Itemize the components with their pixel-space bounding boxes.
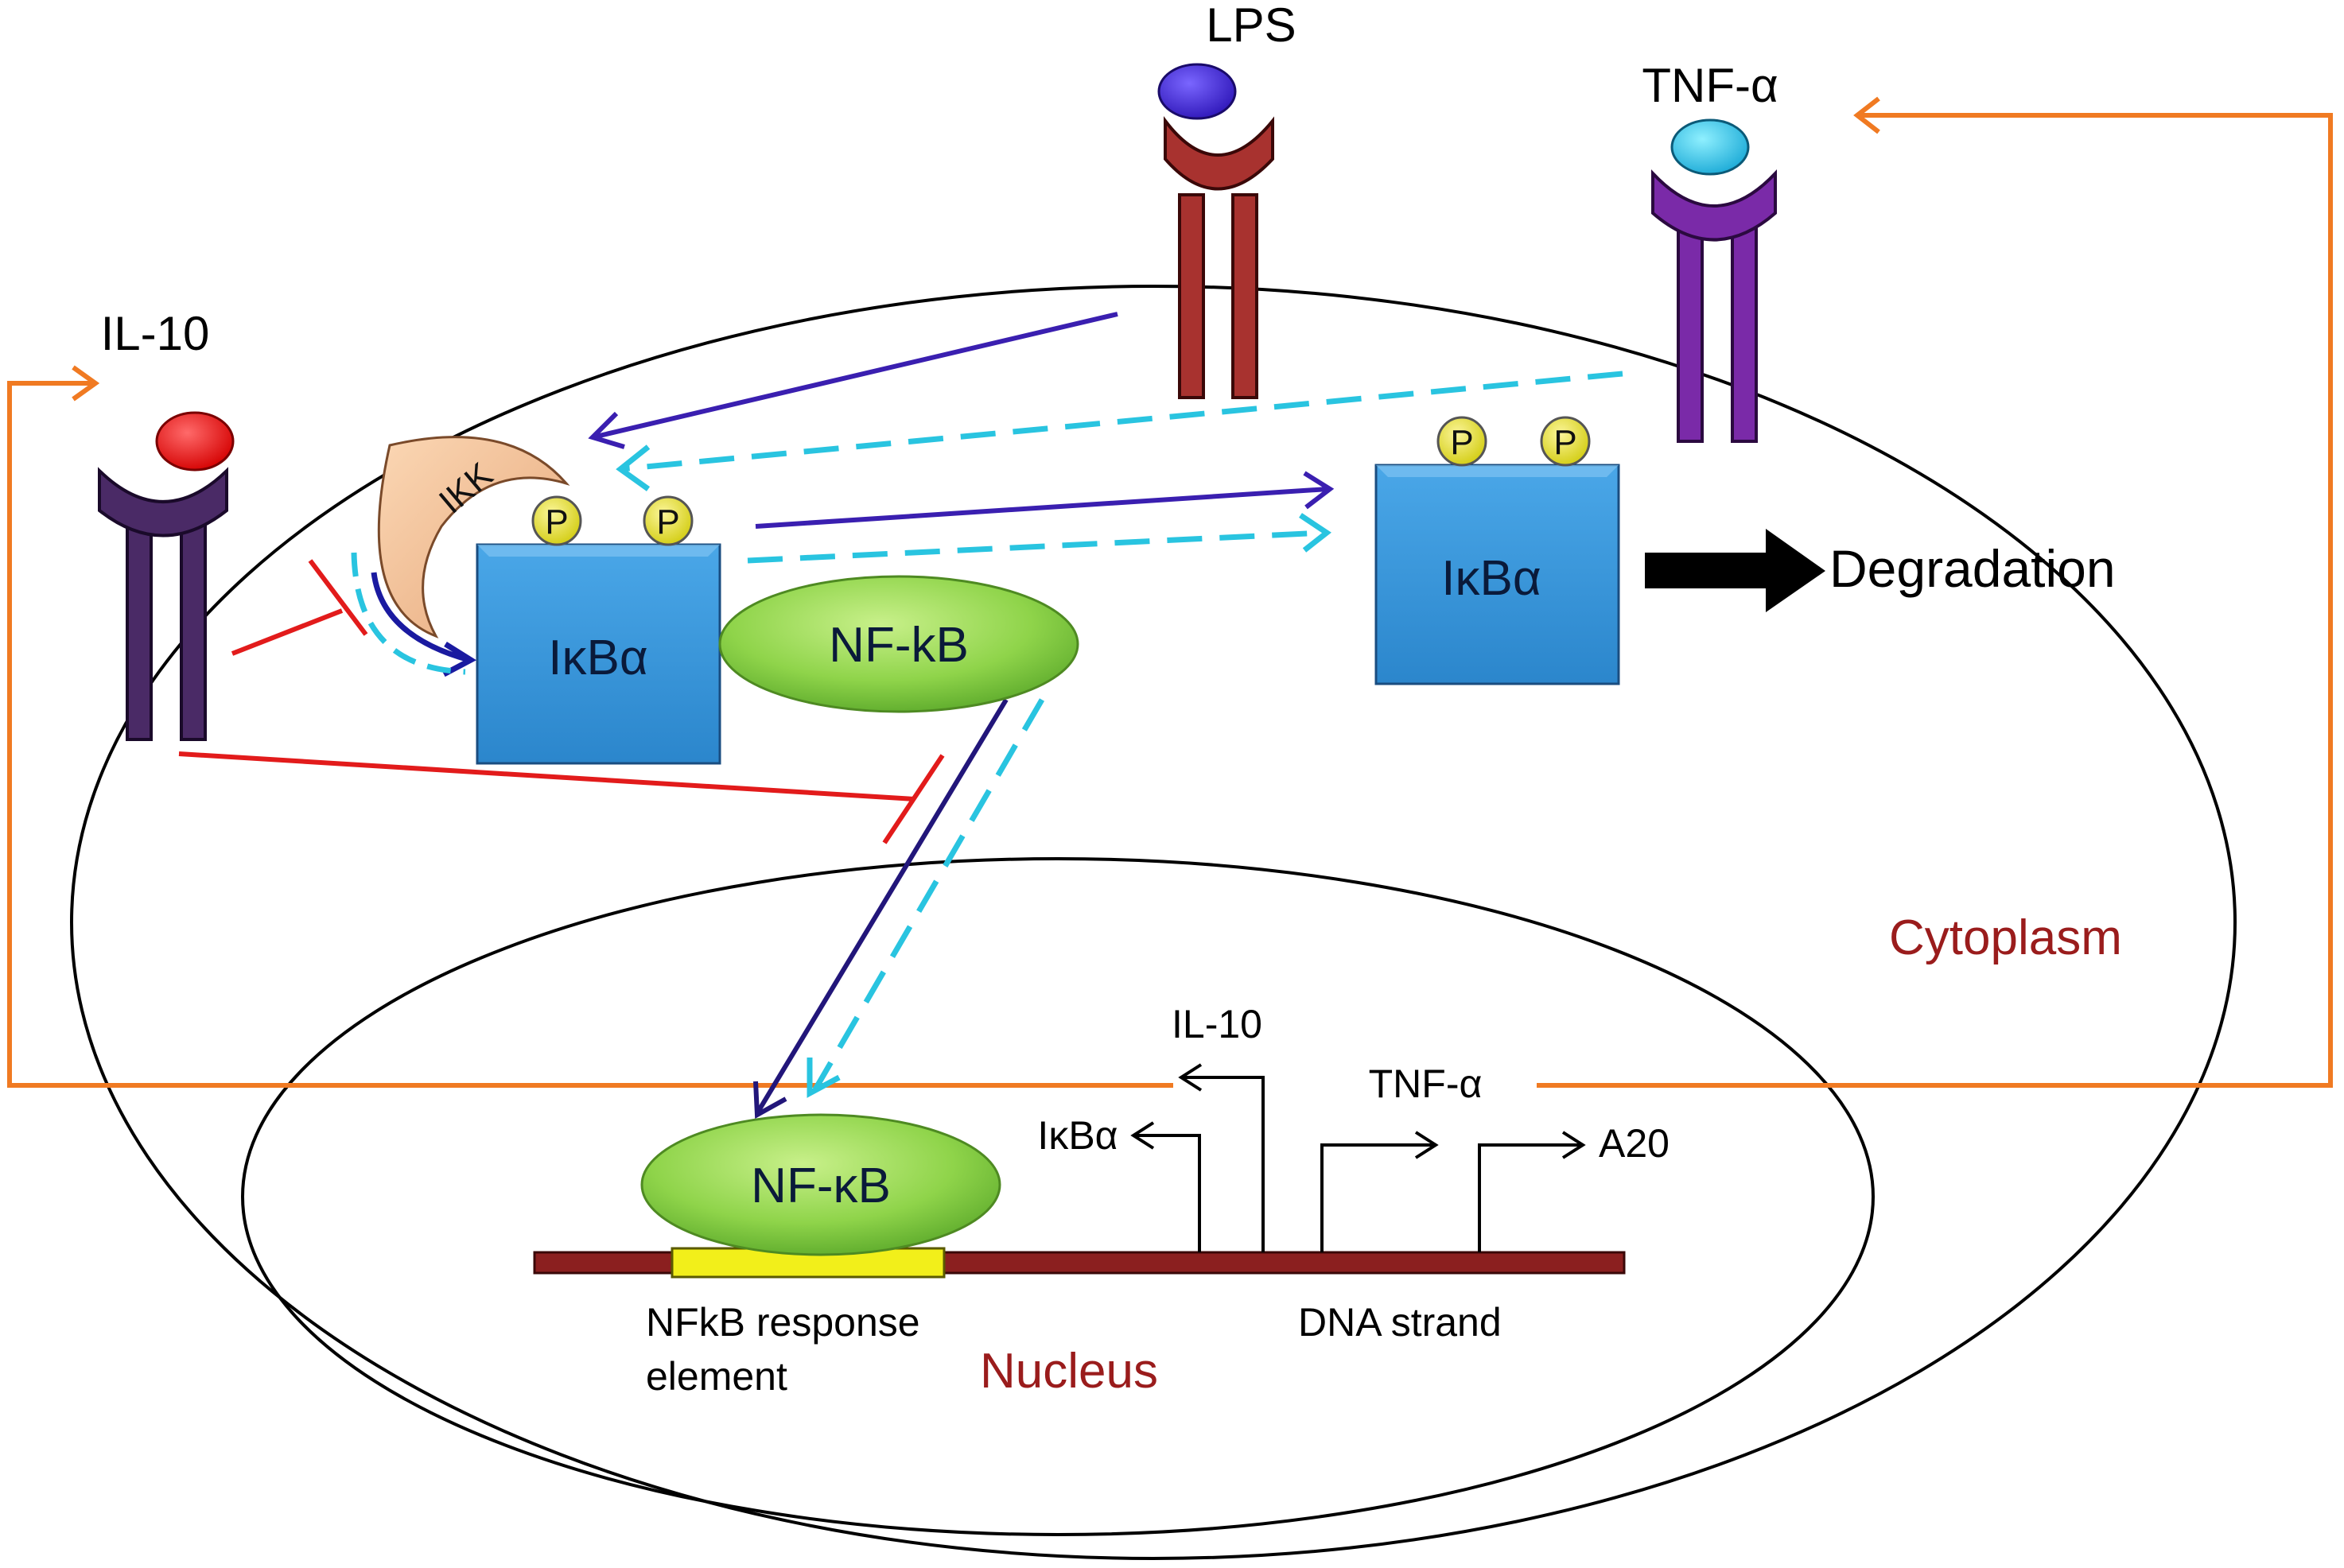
degradation-label: Degradation (1829, 539, 2116, 598)
svg-text:P: P (1553, 423, 1576, 462)
ikk-phosphorylation-arrow-tnf (351, 552, 466, 675)
response-element-label-line2: element (646, 1354, 787, 1399)
nfkb-nucleus-icon (640, 1113, 1001, 1256)
il10-receptor-icon (98, 411, 235, 741)
response-element-label-line1: NFkB response (646, 1300, 920, 1345)
dna-strand-label: DNA strand (1298, 1300, 1502, 1345)
il10-feedback-line (7, 381, 1173, 1088)
a20-gene-arrow (1478, 1143, 1583, 1252)
gene-tnf-label: TNF-α (1369, 1062, 1483, 1106)
ikba-bound-box (476, 543, 721, 765)
il10-feedback-arrowhead (72, 365, 100, 402)
tnf-label: TNF-α (1642, 59, 1778, 112)
nucleus-envelope (241, 857, 1875, 1536)
tnf-feedback-arrowhead (1853, 96, 1880, 134)
il10-ligand-icon (155, 411, 235, 472)
tnf-ligand-icon (1670, 118, 1750, 176)
released-phospho-p1-icon: P (1436, 416, 1487, 467)
svg-text:P: P (656, 503, 679, 541)
ikba-released-label: IκBα (1441, 551, 1541, 606)
nucleus-label: Nucleus (980, 1344, 1158, 1399)
ikk-phosphorylation-arrowhead-lps (442, 642, 477, 677)
nfkb-cytoplasm-icon (718, 575, 1079, 713)
nfkb-cytoplasm-label: NF-kB (829, 618, 969, 673)
feedback-loop (7, 96, 2333, 1088)
release-arrow-tnf (747, 513, 1331, 564)
gene-ikba-label: IκBα (1037, 1113, 1118, 1158)
phospho-p1-icon: P (531, 495, 582, 546)
cell-membrane (70, 285, 2237, 1560)
block-arrow-icon (1645, 529, 1825, 612)
tnf-to-ikk-arrow (620, 371, 1623, 472)
released-phospho-p2-icon: P (1540, 416, 1591, 467)
tnf-gene-arrow (1320, 1143, 1436, 1252)
gene-a20-label: A20 (1599, 1121, 1670, 1166)
lps-receptor-icon (1157, 63, 1274, 399)
ikba-gene-arrow (1133, 1134, 1201, 1252)
gene-il10-label: IL-10 (1172, 1002, 1262, 1046)
ikba-bound-label: IκBα (548, 631, 647, 685)
il10-gene-arrow (1181, 1076, 1265, 1252)
il10-label: IL-10 (101, 307, 210, 360)
nfkb-translocation-arrow-lps (753, 698, 1009, 1119)
ikba-released-box (1374, 464, 1620, 685)
lps-to-ikk-arrow (588, 312, 1118, 449)
svg-text:P: P (1450, 423, 1473, 462)
cytoplasm-label: Cytoplasm (1889, 910, 2122, 965)
tnf-to-ikk-arrowhead (616, 444, 651, 491)
il10-inhibit-ikk (231, 559, 368, 656)
tnf-receptor-icon (1651, 118, 1777, 443)
svg-text:P: P (545, 503, 568, 541)
ikk-phosphorylation-arrow-lps (371, 572, 470, 663)
gene-arrows (1130, 1063, 1586, 1252)
nfkb-translocation-arrow-tnf (807, 698, 1045, 1098)
release-arrow-lps (755, 471, 1335, 529)
nfkb-nucleus-label: NF-κB (751, 1159, 891, 1213)
lps-label: LPS (1206, 0, 1296, 52)
lps-ligand-icon (1157, 63, 1237, 120)
tnf-feedback-line (1537, 113, 2333, 1088)
phospho-p2-icon: P (643, 495, 694, 546)
ikk-crescent-icon (377, 436, 570, 638)
il10-inhibit-translocation (178, 751, 945, 844)
